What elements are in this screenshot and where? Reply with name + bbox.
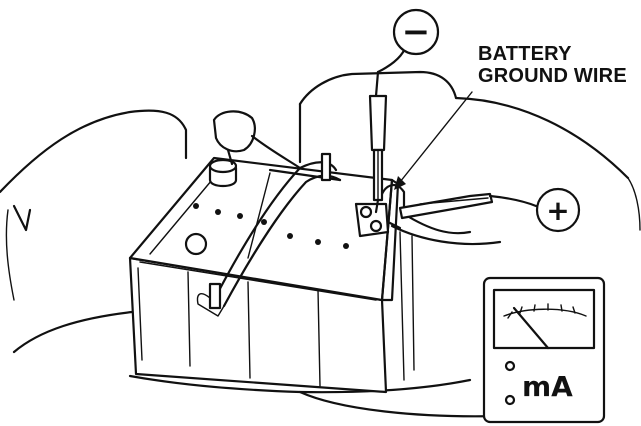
positive-symbol: + <box>546 194 569 227</box>
positive-symbol-badge: + <box>535 187 581 233</box>
positive-terminal <box>354 183 472 238</box>
meter-needle <box>512 306 550 350</box>
hold-down-bracket <box>196 152 342 317</box>
positive-test-lead <box>398 192 538 220</box>
engine-compartment <box>0 70 641 418</box>
ground-wire-label-line1: BATTERY <box>478 43 572 65</box>
meter-unit-label: mA <box>522 370 573 403</box>
negative-terminal <box>208 110 302 188</box>
battery <box>128 156 400 394</box>
negative-test-lead <box>368 44 408 214</box>
ground-wire-label-line2: GROUND WIRE <box>478 65 627 87</box>
negative-symbol: − <box>402 12 431 52</box>
milliammeter: mA <box>482 276 606 424</box>
ground-wire-pointer <box>394 91 473 190</box>
negative-symbol-badge: − <box>392 8 440 56</box>
